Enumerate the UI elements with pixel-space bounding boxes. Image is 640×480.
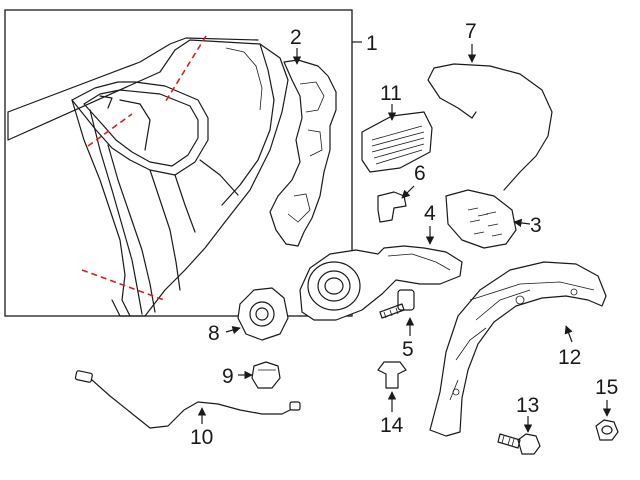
leader-12 (564, 325, 573, 343)
part-7-cable: 7 (427, 20, 553, 191)
part-8-door-base: 8 (208, 287, 289, 345)
cut-line-upper (163, 35, 207, 105)
leader-8 (225, 326, 241, 335)
part-12-liner: 12 (429, 261, 607, 437)
callout-6: 6 (414, 162, 426, 185)
part-5-bolt: 5 (379, 289, 415, 361)
part-6-clip: 6 (377, 162, 426, 223)
callout-10: 10 (190, 426, 213, 449)
callout-2: 2 (290, 26, 302, 49)
part-15-nut: 15 (595, 376, 619, 441)
cut-line-middle (87, 113, 133, 147)
part-11-vent: 11 (361, 82, 433, 173)
cut-line-lower (81, 269, 165, 301)
quarter-panel-group: 1 (4, 9, 378, 317)
quarter-panel-drawing (7, 35, 289, 317)
part-14-push-pin: 14 (377, 361, 407, 437)
callout-1: 1 (366, 32, 378, 55)
part-13-screw: 13 (497, 394, 541, 455)
callout-13: 13 (516, 394, 539, 417)
callout-12: 12 (558, 346, 581, 369)
callout-9: 9 (222, 365, 234, 388)
part-3-fuel-door: 3 (445, 189, 542, 249)
callout-7: 7 (465, 20, 477, 43)
callout-4: 4 (424, 202, 436, 225)
part-9-actuator: 9 (222, 361, 281, 389)
callout-15: 15 (595, 376, 618, 399)
leader-6 (401, 185, 415, 199)
part-10-release-cable: 10 (74, 370, 301, 449)
part-4-filler-housing: 4 (299, 202, 463, 321)
part-2-bracket: 2 (269, 26, 337, 247)
callout-14: 14 (380, 414, 404, 437)
callout-3: 3 (530, 214, 542, 237)
callout-11: 11 (380, 82, 402, 105)
callout-5: 5 (402, 338, 414, 361)
quarter-panel-frame (4, 9, 353, 317)
leader-3 (513, 218, 531, 228)
callout-8: 8 (208, 322, 220, 345)
